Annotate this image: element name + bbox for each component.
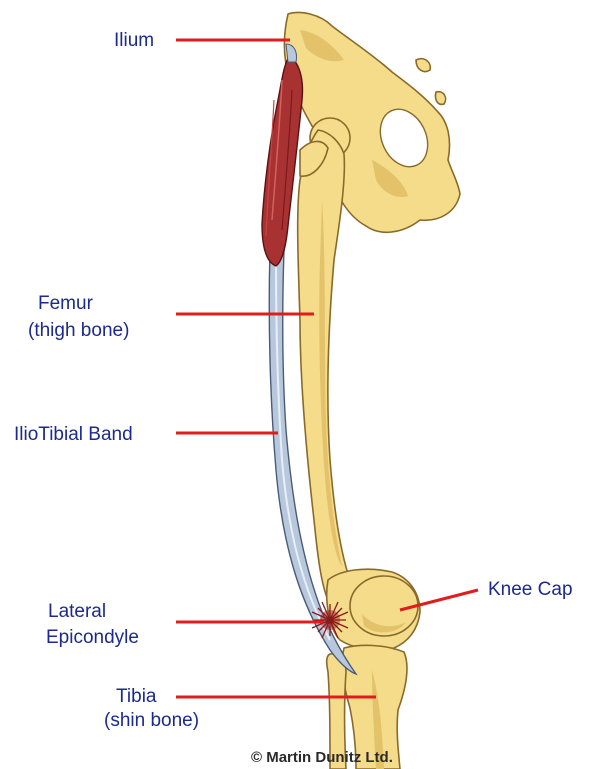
- femur-sublabel: (thigh bone): [28, 320, 129, 341]
- tibia-sublabel: (shin bone): [104, 710, 199, 731]
- itband-label: IlioTibial Band: [14, 424, 133, 445]
- kneecap-label: Knee Cap: [488, 579, 573, 600]
- tibia-label: Tibia: [116, 686, 157, 707]
- copyright-credit: © Martin Dunitz Ltd.: [251, 749, 393, 766]
- epicondyle-label-line1: Lateral: [48, 601, 106, 622]
- ilium-label: Ilium: [114, 30, 154, 51]
- femur-label: Femur: [38, 293, 94, 314]
- epicondyle-label-line2: Epicondyle: [46, 627, 139, 648]
- tensor-muscle: [262, 44, 303, 266]
